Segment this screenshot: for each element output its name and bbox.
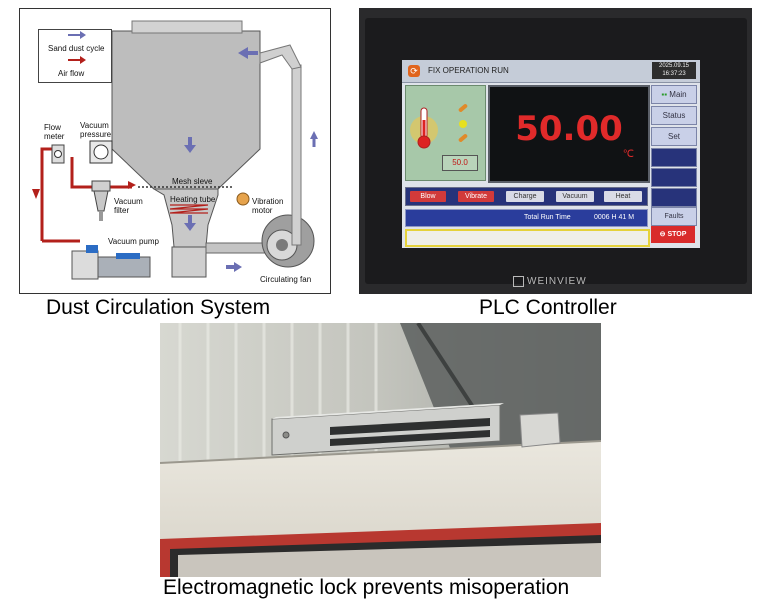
label-flow-meter: Flow meter <box>44 123 65 141</box>
stop-button[interactable]: ⊖ STOP <box>651 226 695 243</box>
blank-side-button-1[interactable] <box>651 148 697 167</box>
run-time-value: 0006 H 41 M <box>594 214 635 221</box>
stop-icon: ⊖ <box>659 231 666 238</box>
run-time-label: Total Run Time <box>524 214 571 221</box>
temperature-unit: ℃ <box>622 149 634 160</box>
diagram-legend <box>38 29 112 83</box>
brand-text: WEINVIEW <box>527 276 587 288</box>
faults-button[interactable]: Faults <box>651 207 697 226</box>
cycle-arrows <box>184 47 318 272</box>
outlet-chamber <box>171 246 207 278</box>
label-circulating-fan: Circulating fan <box>260 275 312 284</box>
hmi-screen: ⟳ FIX OPERATION RUN 2025.09.15 16:37:23 … <box>402 60 700 248</box>
vibrate-button[interactable]: Vibrate <box>458 191 494 202</box>
caption-dust-circulation: Dust Circulation System <box>46 296 271 319</box>
vacuum-button[interactable]: Vacuum <box>556 191 594 202</box>
legend-air-flow: Air flow <box>58 69 85 78</box>
weinview-logo: WEINVIEW <box>513 276 587 287</box>
legend-sand-dust-cycle: Sand dust cycle <box>48 44 105 53</box>
temperature-display: 50.00 ℃ <box>488 85 650 183</box>
electromagnetic-lock-shape <box>271 403 504 456</box>
main-button[interactable]: ▪▪ Main <box>651 85 697 104</box>
vacuum-filter-shape <box>91 180 111 192</box>
legend-airflow-arrow <box>68 56 86 64</box>
vacuum-pump-shape <box>71 250 99 280</box>
label-vacuum-filter: Vacuum filter <box>114 197 143 215</box>
caption-plc-controller: PLC Controller <box>479 296 617 319</box>
hopper-lid <box>131 20 243 34</box>
dust-circulation-diagram: Sand dust cycle Air flow Flow meter Vacu… <box>19 8 331 294</box>
status-button[interactable]: Status <box>651 106 697 125</box>
label-mesh-sleve: Mesh sleve <box>172 177 213 186</box>
stop-label: STOP <box>667 231 687 238</box>
hmi-title-bar: ⟳ FIX OPERATION RUN 2025.09.15 16:37:23 <box>402 60 700 83</box>
label-vacuum-pressure: Vacuum pressure <box>80 121 112 139</box>
label-vibration-motor: Vibration motor <box>252 197 284 215</box>
refresh-icon[interactable]: ⟳ <box>408 65 420 77</box>
hmi-clock: 2025.09.15 16:37:23 <box>652 62 696 79</box>
hmi-date: 2025.09.15 <box>658 63 690 69</box>
return-pipe <box>291 64 302 246</box>
thermometer-icon <box>410 104 468 149</box>
message-bar <box>405 229 650 247</box>
label-heating-tube: Heating tube <box>170 195 216 204</box>
run-time-bar: Total Run Time 0006 H 41 M <box>405 209 648 227</box>
set-button[interactable]: Set <box>651 127 697 146</box>
main-button-label: Main <box>669 90 687 99</box>
grid-icon: ▪▪ <box>661 90 668 99</box>
label-vacuum-pump: Vacuum pump <box>108 237 159 246</box>
blank-side-button-2[interactable] <box>651 168 697 187</box>
diagram-graphics <box>32 20 318 280</box>
temperature-value: 50.00 <box>515 109 623 149</box>
heating-tube-coil <box>169 204 209 214</box>
fan-pipe <box>205 242 271 254</box>
air-flow-lines <box>40 147 132 243</box>
electromagnetic-lock-photo <box>160 323 601 577</box>
vibration-motor-shape <box>236 192 250 206</box>
heat-button[interactable]: Heat <box>604 191 642 202</box>
weinview-logo-icon <box>513 276 524 287</box>
plc-controller-photo: ⟳ FIX OPERATION RUN 2025.09.15 16:37:23 … <box>359 8 752 294</box>
charge-button[interactable]: Charge <box>506 191 544 202</box>
hopper-body <box>111 30 261 190</box>
blow-button[interactable]: Blow <box>410 191 446 202</box>
hmi-time: 16:37:23 <box>662 71 686 77</box>
function-button-row: Blow Vibrate Charge Vacuum Heat <box>405 187 648 206</box>
lock-photo-graphics <box>160 323 601 577</box>
caption-electromagnetic-lock: Electromagnetic lock prevents misoperati… <box>163 576 570 599</box>
setpoint-field[interactable]: 50.0 <box>442 155 478 171</box>
blank-side-button-3[interactable] <box>651 188 697 207</box>
hmi-title: FIX OPERATION RUN <box>428 66 509 75</box>
legend-cycle-arrow <box>68 31 86 39</box>
